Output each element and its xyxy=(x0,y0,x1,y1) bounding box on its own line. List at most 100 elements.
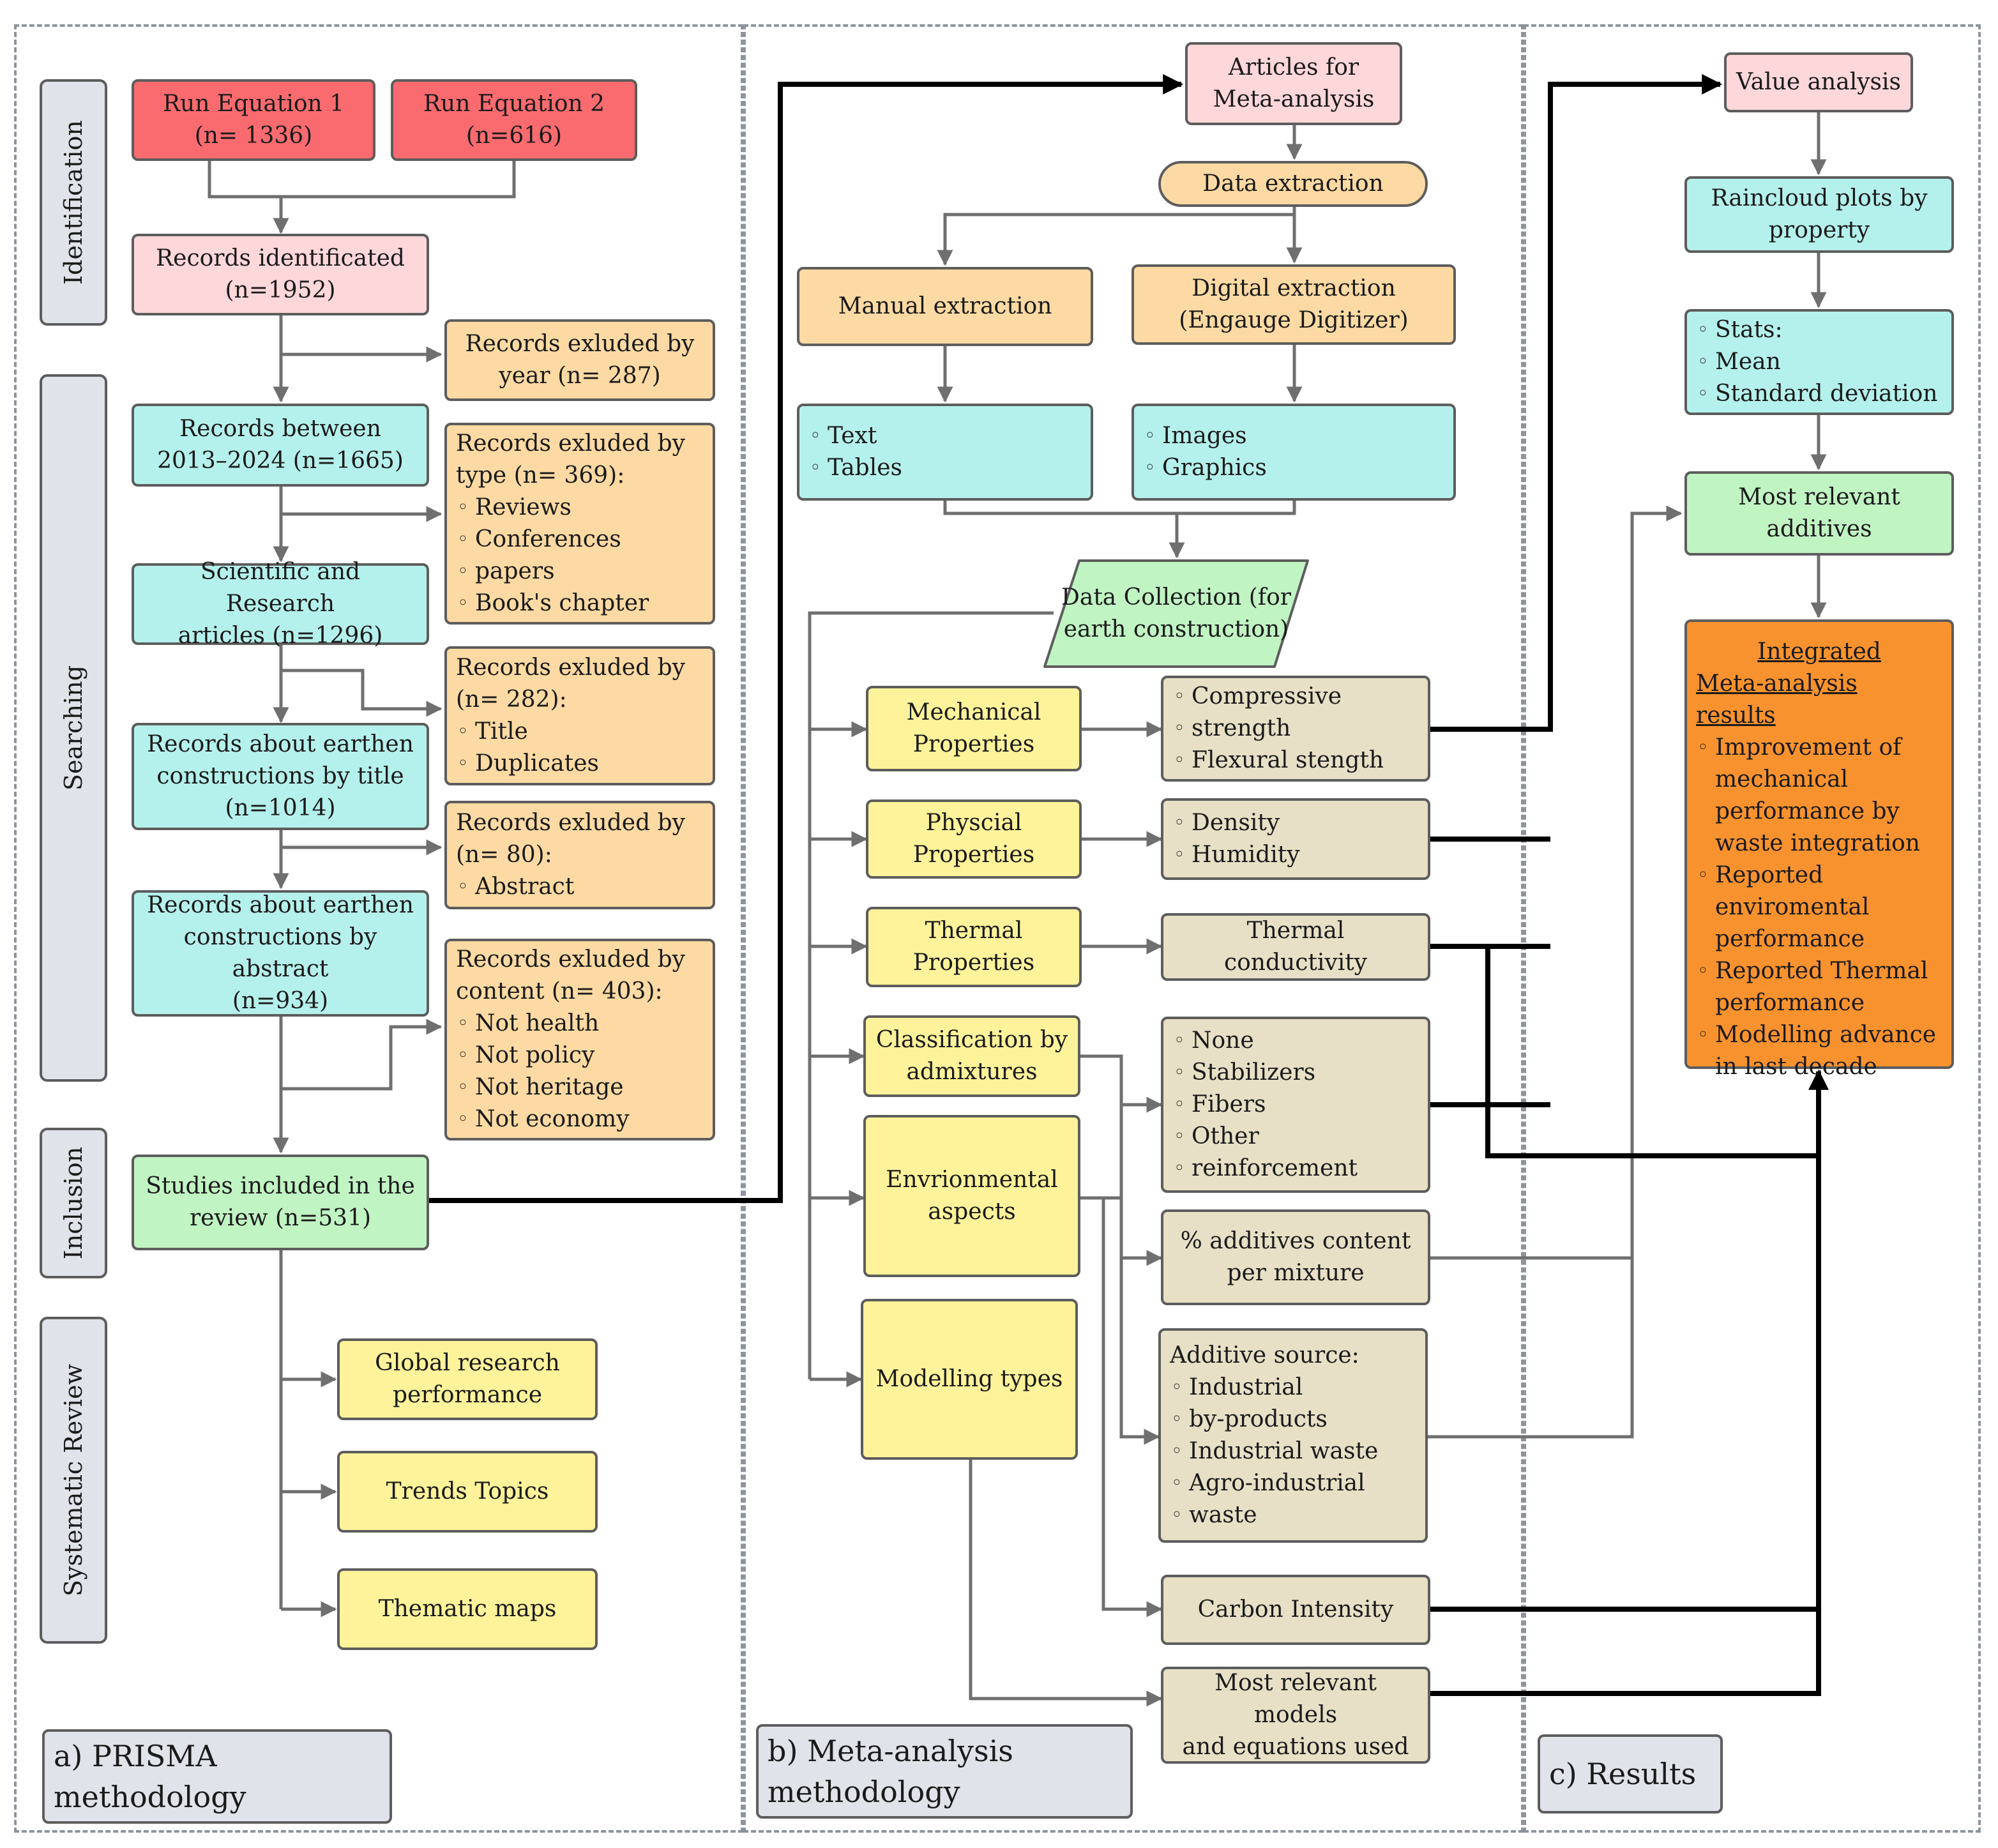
stage-searching: Searching xyxy=(40,374,107,1082)
connector-to-excl-282 xyxy=(281,669,443,717)
box-thermal-conductivity: Thermal conductivity xyxy=(1161,913,1430,981)
box-stats: Stats: Mean Standard deviation xyxy=(1684,309,1954,415)
compressive-item: strength xyxy=(1172,713,1384,745)
data-collection-shape xyxy=(1043,559,1309,668)
additive-source-item: Industrial xyxy=(1170,1372,1378,1404)
excluded-type-item: papers xyxy=(456,556,649,587)
excluded-type-item: Reviews xyxy=(456,492,649,524)
connector-merge-collection xyxy=(943,501,1296,557)
connector-source-to-relevant xyxy=(1428,1258,1634,1439)
box-run-equation-1: Run Equation 1(n= 1336) xyxy=(132,79,375,161)
panel-prisma xyxy=(14,24,743,1833)
box-manual-extraction: Manual extraction xyxy=(797,267,1093,346)
excluded-282-item: Duplicates xyxy=(456,748,599,780)
admixture-item: reinforcement xyxy=(1172,1153,1358,1185)
box-excluded-282: Records exluded by(n= 282): Title Duplic… xyxy=(444,646,715,785)
box-value-analysis: Value analysis xyxy=(1724,52,1913,112)
connector-to-excl-content xyxy=(281,1019,443,1091)
box-images-graphics: Images Graphics xyxy=(1131,404,1456,501)
admixture-item: None xyxy=(1172,1025,1358,1057)
density-item: Density xyxy=(1172,807,1300,839)
box-carbon-intensity: Carbon Intensity xyxy=(1161,1575,1430,1645)
connector-modelling-models xyxy=(969,1460,1163,1707)
box-modelling-types: Modelling types xyxy=(861,1299,1078,1460)
integrated-subtitle: Meta-analysis results xyxy=(1696,670,1858,729)
compressive-item: Compressive xyxy=(1172,681,1384,713)
stage-systematic-review: Systematic Review xyxy=(40,1317,107,1644)
box-integrated-results: Integrated Meta-analysis results Improve… xyxy=(1684,619,1954,1080)
connector-to-manual xyxy=(937,207,1296,266)
density-item: Humidity xyxy=(1172,839,1300,871)
connector-env-source xyxy=(1080,1196,1160,1445)
connector-eq2 xyxy=(281,161,516,199)
box-density-humidity: Density Humidity xyxy=(1161,798,1430,880)
stage-inclusion: Inclusion xyxy=(40,1128,107,1278)
additive-source-item: by-products xyxy=(1170,1404,1378,1435)
box-additive-source: Additive source: Industrial by-products … xyxy=(1158,1328,1428,1543)
admixture-item: Other xyxy=(1172,1121,1358,1153)
excluded-type-item: Book's chapter xyxy=(456,587,649,619)
admixture-item: Stabilizers xyxy=(1172,1057,1358,1089)
connector-eq1 xyxy=(208,161,289,234)
panel-label-results: c) Results xyxy=(1538,1734,1723,1814)
text-tables-item: Text xyxy=(808,420,902,452)
excluded-80-item: Abstract xyxy=(456,871,574,903)
compressive-item: Flexural stength xyxy=(1172,745,1384,776)
admixture-item: Fibers xyxy=(1172,1089,1358,1121)
additive-source-item: waste xyxy=(1170,1499,1378,1531)
connector-class-additives-content xyxy=(1119,1105,1163,1266)
connector-collection-branches xyxy=(808,611,1054,1379)
box-thematic-maps: Thematic maps xyxy=(337,1568,598,1650)
stats-item: Standard deviation xyxy=(1696,378,1938,410)
box-data-extraction: Data extraction xyxy=(1158,161,1428,207)
integrated-title: Integrated xyxy=(1757,639,1881,665)
panel-results xyxy=(1524,24,1981,1833)
box-run-equation-2: Run Equation 2(n=616) xyxy=(391,79,637,161)
panel-label-prisma: a) PRISMA methodology xyxy=(42,1729,392,1824)
connector-models-to-integrated xyxy=(1430,1069,1829,1696)
box-records-identified: Records identificated(n=1952) xyxy=(132,234,429,315)
panel-meta-analysis xyxy=(743,24,1524,1833)
excluded-content-item: Not policy xyxy=(456,1040,630,1072)
stats-item: Mean xyxy=(1696,346,1938,378)
additive-source-item: Industrial waste xyxy=(1170,1435,1378,1467)
connector-class-admixtures xyxy=(1080,1054,1163,1113)
box-admixtures-list: None Stabilizers Fibers Other reinforcem… xyxy=(1161,1017,1430,1193)
connector-included-to-articles xyxy=(429,74,1184,1203)
box-digital-extraction: Digital extraction(Engauge Digitizer) xyxy=(1131,264,1456,345)
images-graphics-item: Graphics xyxy=(1143,452,1267,484)
images-graphics-item: Images xyxy=(1143,420,1267,452)
additive-source-item: Agro-industrial xyxy=(1170,1467,1378,1499)
excluded-content-item: Not heritage xyxy=(456,1072,630,1103)
connector-conductivity-to-integrated xyxy=(1430,944,1819,1158)
excluded-content-item: Not economy xyxy=(456,1103,630,1135)
stage-identification: Identification xyxy=(40,79,107,326)
stats-item: Stats: xyxy=(1696,314,1938,346)
connector-additives-to-relevant xyxy=(1430,505,1683,1260)
box-trends-topics: Trends Topics xyxy=(337,1451,598,1533)
box-compressive-strength: Compressive strength Flexural stength xyxy=(1161,676,1430,782)
text-tables-item: Tables xyxy=(808,452,902,484)
excluded-type-item: Conferences xyxy=(456,524,649,556)
connector-compressive-to-value xyxy=(1430,74,1723,732)
